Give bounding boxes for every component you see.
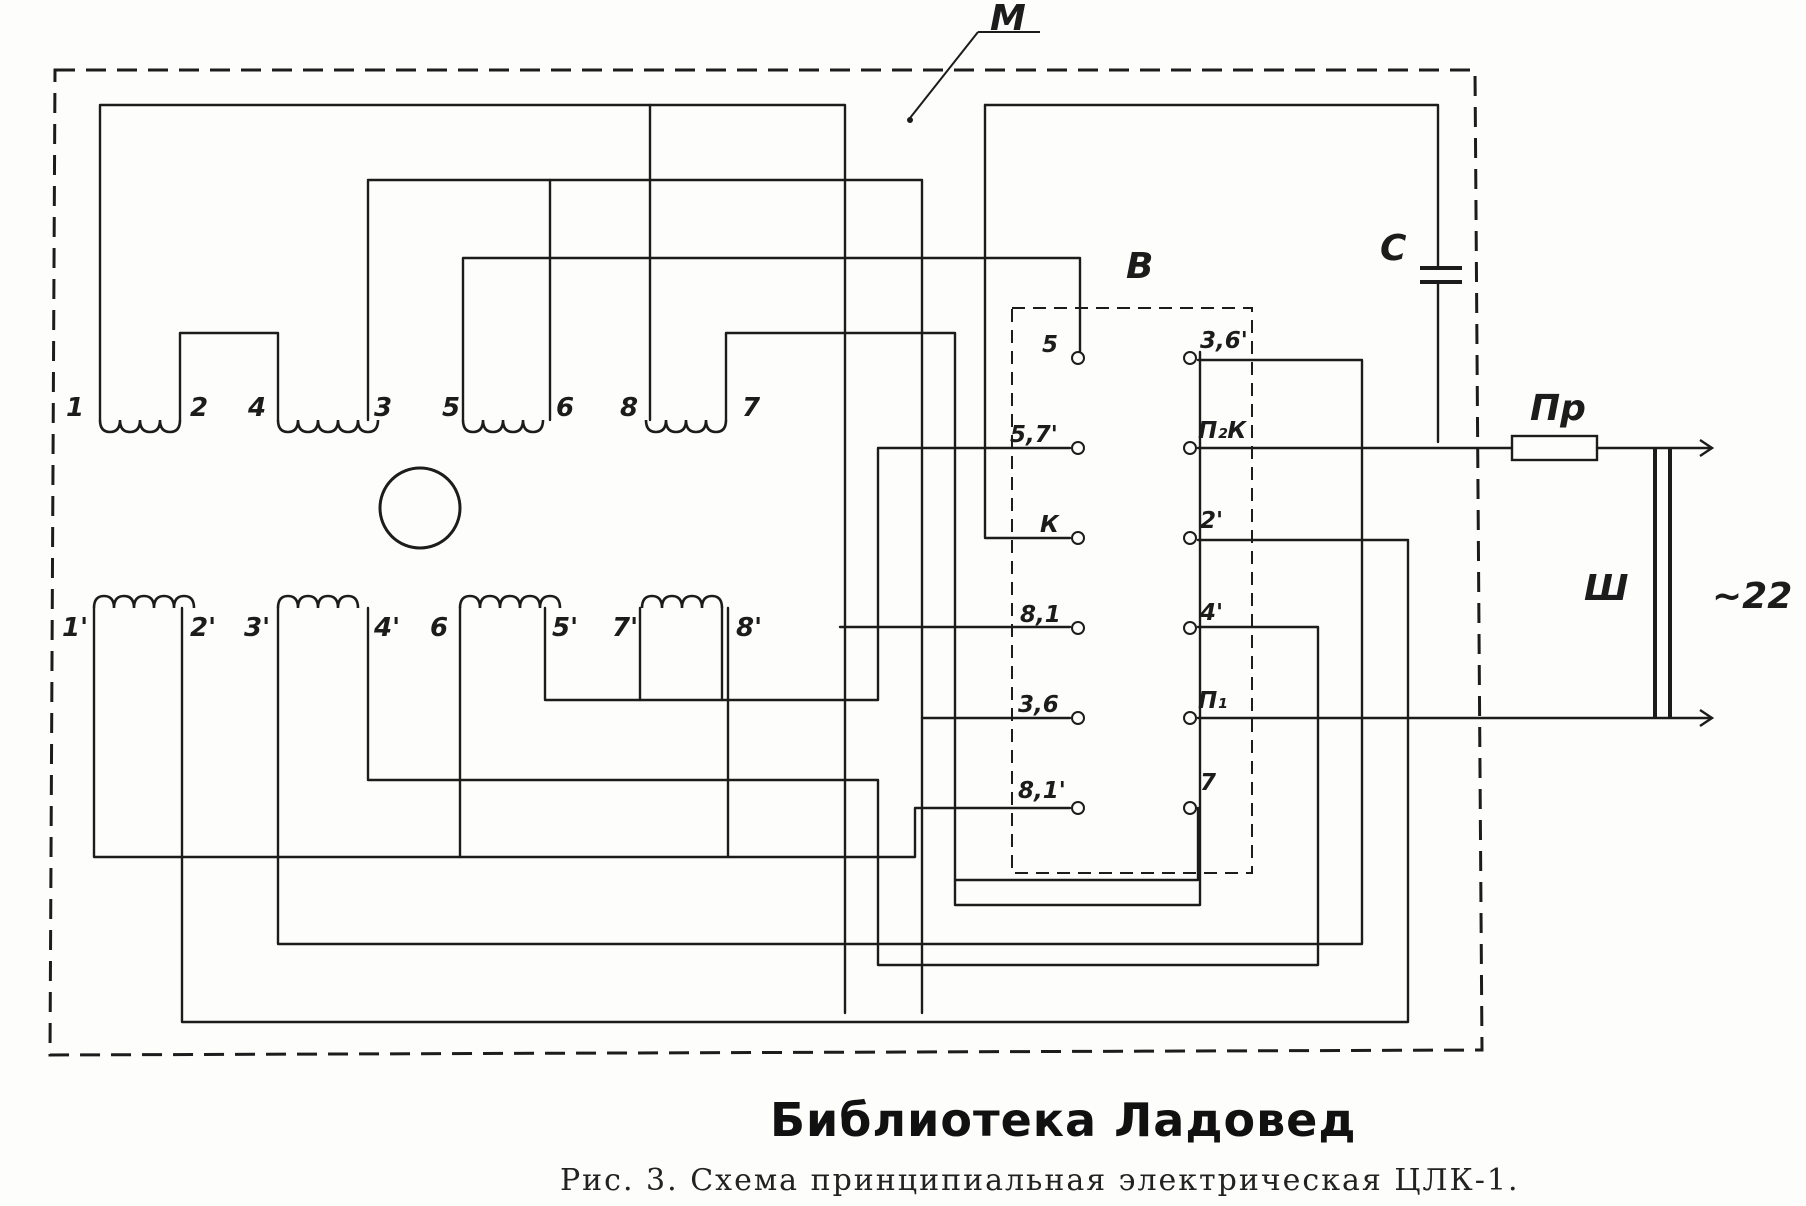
motor-enclosure [48,68,1484,1057]
winding-label: 6 [556,393,574,423]
winding-3p-4p [276,594,360,609]
motor-label: М [990,0,1026,39]
watermark-text: Библиотека Ладовед [770,1093,1357,1147]
bottom-windings [92,594,724,609]
winding-label: 3' [244,613,270,643]
winding-label: 5 [442,393,460,423]
top-windings [98,419,728,434]
switch-terminal-label: 3,6 [1018,692,1059,718]
winding-label: 4 [247,393,266,423]
winding-5-6 [461,419,545,434]
switch-terminal-label: П₁ [1198,688,1227,714]
switch-terminal-label: 4' [1199,600,1223,626]
winding-label: 7 [742,393,761,423]
motor-leader-line [909,31,979,119]
winding-label: 5' [552,613,578,643]
figure-caption: Рис. 3. Схема принципиальная электрическ… [560,1163,1520,1198]
winding-1p-2p [92,594,196,609]
switch-terminal-label: К [1040,512,1060,538]
winding-label: 4' [373,613,400,643]
supply-label: ~22 [1712,576,1792,617]
switch-terminal-label: 7 [1200,770,1216,796]
winding-label: 2' [190,613,216,643]
switch-enclosure [1011,307,1253,874]
switch-terminals [1071,351,1197,815]
fuse-symbol [1510,434,1599,462]
switch-terminal-label: 5 [1042,332,1058,358]
switch-terminal-label: 8,1 [1020,602,1061,628]
switch-terminal-label: 8,1' [1018,778,1066,804]
winding-1-2 [98,419,182,434]
wiring [92,103,1712,1024]
motor-leader-dot [907,117,913,123]
winding-label: 8 [620,393,638,423]
switch-terminal-label: П₂К [1198,418,1247,444]
winding-4-3 [276,419,380,434]
capacitor-label: С [1380,228,1407,269]
winding-label: 8' [736,613,762,643]
fuse-label: Пр [1530,388,1586,429]
plug-symbol [1653,439,1715,727]
winding-label: 1' [62,613,88,643]
winding-7p-8p [640,594,724,609]
plug-label: Ш [1584,568,1628,609]
winding-label: 2 [190,393,208,423]
winding-label: 3 [374,393,392,423]
winding-6-5p [458,594,562,609]
winding-label: 6 [430,613,448,643]
switch-terminal-label: 5,7' [1010,422,1058,448]
winding-label: 7' [612,613,638,643]
switch-terminal-label: 3,6' [1200,328,1248,354]
winding-8-7 [644,419,728,434]
capacitor-symbol [1420,266,1462,284]
rotor-symbol [378,466,462,550]
winding-label: 1 [66,393,84,423]
switch-terminal-label: 2' [1200,508,1223,534]
switch-label: В [1126,246,1153,287]
